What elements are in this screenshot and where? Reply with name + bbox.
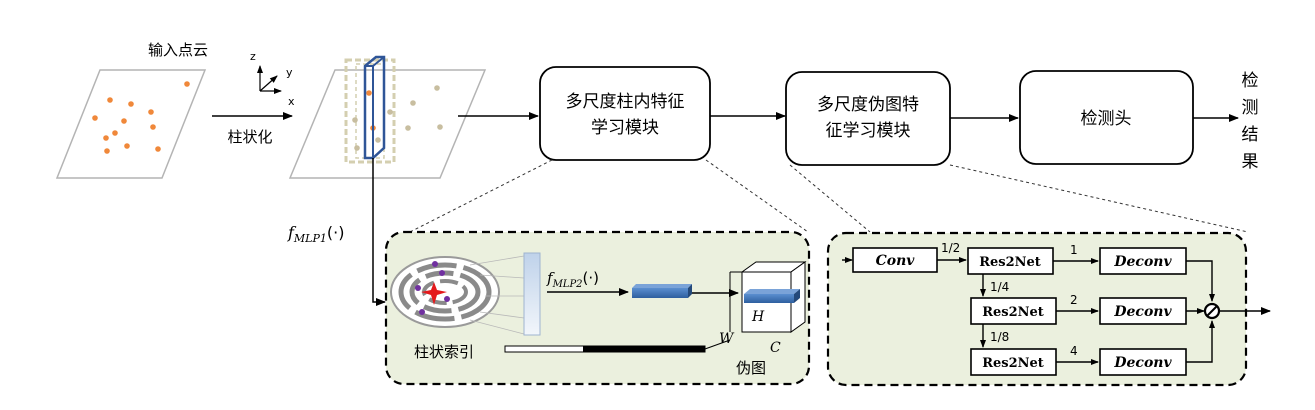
deconv-block-2: [1099, 297, 1187, 325]
deconv-block-3: [1099, 348, 1187, 376]
f-mlp1-label: fMLP1(·): [287, 223, 344, 245]
stride-label-2: 1/4: [990, 280, 1009, 294]
deconv-label-3: Deconv: [1113, 355, 1172, 371]
result-char-4: 果: [1242, 152, 1259, 172]
detection-head-label: 检测头: [1081, 109, 1132, 129]
res2net-label-2: Res2Net: [982, 305, 1044, 320]
pillarized-points-beige: [352, 85, 443, 151]
pillarized-point-cloud: [288, 55, 487, 179]
axis-x-label: x: [288, 95, 295, 108]
pillarize-label: 柱状化: [227, 128, 272, 146]
projection-lines: [469, 255, 525, 335]
pillar-feature-connector: [372, 158, 386, 306]
stride-label-1: 1/2: [941, 241, 960, 255]
detection-head: 检测头: [1019, 70, 1194, 165]
dim-w-label: W: [719, 331, 735, 347]
deconv-label-1: Deconv: [1113, 254, 1172, 270]
axis-y-label: y: [286, 66, 293, 79]
zoom-lines: [409, 159, 1249, 233]
pillar-grid-column: [344, 58, 396, 164]
result-char-1: 检: [1242, 71, 1259, 91]
deconv-block-1: [1099, 247, 1187, 275]
input-point-cloud-label: 输入点云: [148, 41, 208, 59]
pseudo-image-module-line2: 征学习模块: [826, 121, 911, 141]
pillar-plane: [288, 69, 487, 179]
input-points: [92, 81, 190, 154]
detection-result-label: 检 测 结 果: [1242, 71, 1259, 172]
pseudo-image-module: 多尺度伪图特 征学习模块: [785, 71, 951, 166]
intra-pillar-detail-panel: fMLP2(·) H W C 伪图 柱状索引: [384, 230, 811, 386]
pseudo-image-detail-panel: Conv 1/2 Res2Net Res2Net Res2Net 1/4 1/8…: [826, 231, 1271, 387]
dim-h-label: H: [751, 309, 765, 325]
center-star-icon: [421, 282, 447, 305]
pseudo-image-label: 伪图: [736, 359, 766, 377]
axis-z-label: z: [250, 50, 256, 63]
upsample-label-1: 1: [1070, 243, 1078, 257]
pseudo-image-module-line1: 多尺度伪图特: [817, 95, 919, 115]
input-plane: [55, 69, 207, 179]
intra-pillar-module-line1: 多尺度柱内特征: [566, 92, 685, 112]
neighbor-points: [415, 261, 450, 315]
res2net-label-3: Res2Net: [982, 356, 1044, 371]
conv-block: [852, 247, 938, 273]
f-mlp2-label: fMLP2(·): [546, 269, 599, 290]
result-char-3: 结: [1242, 125, 1259, 145]
result-char-2: 测: [1242, 98, 1259, 118]
pillar-index-label: 柱状索引: [414, 343, 474, 361]
upsample-label-3: 4: [1070, 344, 1078, 358]
res2net-block-2: [970, 297, 1057, 325]
pillar-feature-bar: [632, 284, 692, 298]
pseudo-image-feature-slice: [744, 289, 800, 303]
intra-pillar-module-line2: 学习模块: [591, 118, 659, 138]
concat-icon: [1203, 302, 1221, 320]
upsample-label-2: 2: [1070, 293, 1078, 307]
pillar-feature-column: [523, 252, 541, 336]
dim-c-label: C: [770, 340, 781, 356]
deconv-label-2: Deconv: [1113, 304, 1172, 320]
res2net-label-1: Res2Net: [979, 255, 1041, 270]
res2net-block-1: [967, 247, 1054, 275]
input-point-cloud: 输入点云: [55, 41, 208, 179]
axes-icon: z y x: [250, 50, 295, 108]
stride-label-3: 1/8: [990, 330, 1009, 344]
selected-pillar: [363, 55, 386, 160]
conv-label: Conv: [876, 253, 916, 269]
res2net-block-3: [970, 348, 1057, 376]
intra-pillar-module: 多尺度柱内特征 学习模块: [539, 66, 711, 161]
